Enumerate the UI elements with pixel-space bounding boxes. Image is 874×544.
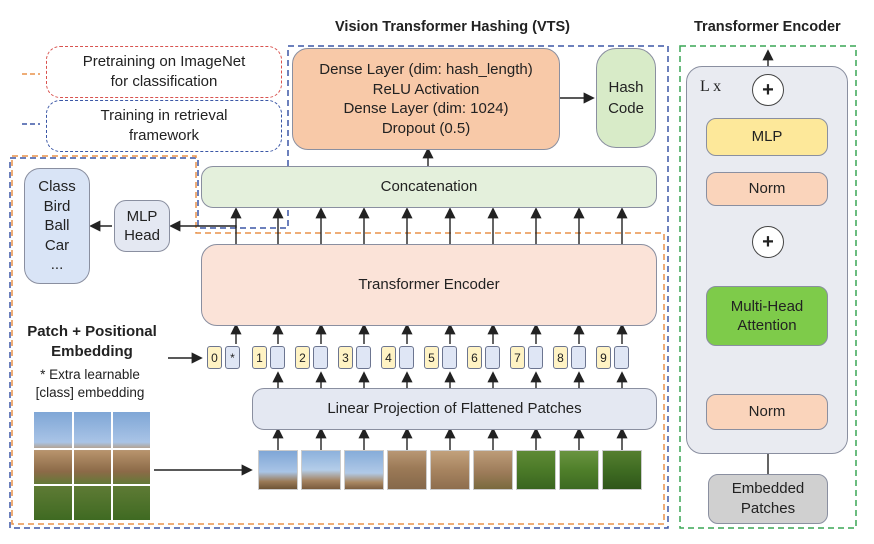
detail-attention-box: Multi-Head Attention [706, 286, 828, 346]
embedding-note-label: * Extra learnable [class] embedding [35, 367, 145, 400]
token-position-8: 8 [553, 346, 568, 369]
token-position-5: 5 [424, 346, 439, 369]
token-embedding [270, 346, 285, 369]
detail-norm-bottom: Norm [706, 394, 828, 430]
detail-attention-label: Multi-Head Attention [730, 297, 804, 335]
embedding-title: Patch + Positional Embedding [14, 322, 170, 361]
image-patch [258, 450, 298, 490]
token-embedding [399, 346, 414, 369]
image-patch [559, 450, 599, 490]
encoder-detail-title: Transformer Encoder [694, 19, 841, 35]
class-item: ... [50, 256, 64, 274]
token-embedding [571, 346, 586, 369]
detail-norm-label: Norm [748, 403, 786, 420]
grid-line [111, 412, 113, 520]
pretraining-region-outline [11, 155, 665, 525]
add-symbol: + [762, 79, 774, 101]
repeat-label: L x [700, 78, 722, 95]
concatenation-box: Concatenation [201, 166, 657, 208]
token-embedding [356, 346, 371, 369]
linear-projection-box: Linear Projection of Flattened Patches [252, 388, 657, 430]
token-class-embedding: * [225, 346, 240, 369]
class-list: Class Bird Ball Car ... [24, 168, 90, 284]
token-position-6: 6 [467, 346, 482, 369]
linear-projection-label: Linear Projection of Flattened Patches [327, 400, 582, 417]
token-position-7: 7 [510, 346, 525, 369]
embedded-patches-box: Embedded Patches [708, 474, 828, 524]
image-patch [387, 450, 427, 490]
token-position-2: 2 [295, 346, 310, 369]
token-embedding [313, 346, 328, 369]
transformer-encoder-label: Transformer Encoder [358, 276, 500, 293]
legend-training-label: Training in retrieval framework [100, 106, 228, 144]
mlp-head-box: MLP Head [114, 200, 170, 252]
class-item: Bird [43, 197, 71, 215]
token-position-3: 3 [338, 346, 353, 369]
add-symbol: + [762, 231, 774, 253]
token-position-1: 1 [252, 346, 267, 369]
image-patch [430, 450, 470, 490]
class-item: Ball [44, 217, 70, 235]
grid-line [34, 484, 150, 486]
detail-norm-label: Norm [748, 180, 786, 197]
token-position-0: 0 [207, 346, 222, 369]
grid-line [72, 412, 74, 520]
image-patch [602, 450, 642, 490]
patches-to-projection-arrows [272, 427, 628, 450]
token-embedding [485, 346, 500, 369]
token-embedding [442, 346, 457, 369]
dense-line-2: ReLU Activation [372, 80, 480, 98]
legend-pretraining: Pretraining on ImageNet for classificati… [46, 46, 282, 98]
transformer-encoder-box: Transformer Encoder [201, 244, 657, 326]
legend-training: Training in retrieval framework [46, 100, 282, 152]
encoder-to-concat-arrows [230, 207, 628, 244]
image-patch [516, 450, 556, 490]
add-node-top: + [752, 74, 784, 106]
image-patch [344, 450, 384, 490]
detail-norm-top: Norm [706, 172, 828, 206]
concatenation-label: Concatenation [380, 178, 478, 195]
hash-code-box: Hash Code [596, 48, 656, 148]
embedding-title-label: Patch + Positional Embedding [27, 323, 157, 360]
projection-to-tokens-arrows [272, 371, 628, 388]
image-patch [301, 450, 341, 490]
image-patch [473, 450, 513, 490]
dense-block: Dense Layer (dim: hash_length) ReLU Acti… [292, 48, 560, 150]
embedded-patches-label: Embedded Patches [731, 479, 805, 517]
hash-code-label: Hash Code [608, 79, 644, 117]
dense-line-3: Dense Layer (dim: 1024) [343, 100, 509, 117]
arrow-cls-to-mlp-head [169, 220, 237, 232]
encoder-detail-outline [679, 45, 857, 529]
legend-pretraining-label: Pretraining on ImageNet for classificati… [82, 52, 246, 90]
token-embedding [528, 346, 543, 369]
token-row: 0 * 1 2 3 4 5 6 7 8 9 [205, 346, 655, 374]
mlp-head-label: MLP Head [124, 207, 160, 245]
vts-title: Vision Transformer Hashing (VTS) [335, 19, 571, 35]
add-node-bottom: + [752, 226, 784, 258]
token-position-4: 4 [381, 346, 396, 369]
class-item: Car [44, 236, 70, 254]
dense-line-1: Dense Layer (dim: hash_length) [319, 61, 533, 78]
grid-line [34, 448, 150, 450]
token-position-9: 9 [596, 346, 611, 369]
tokens-to-encoder-arrows [230, 323, 628, 344]
embedding-note: * Extra learnable [class] embedding [20, 366, 160, 401]
detail-mlp-label: MLP [751, 128, 783, 145]
dense-line-4: Dropout (0.5) [381, 119, 471, 137]
input-image [34, 412, 150, 520]
detail-mlp-box: MLP [706, 118, 828, 156]
training-region-outline [9, 45, 669, 529]
class-item: Class [38, 178, 76, 196]
token-embedding [614, 346, 629, 369]
